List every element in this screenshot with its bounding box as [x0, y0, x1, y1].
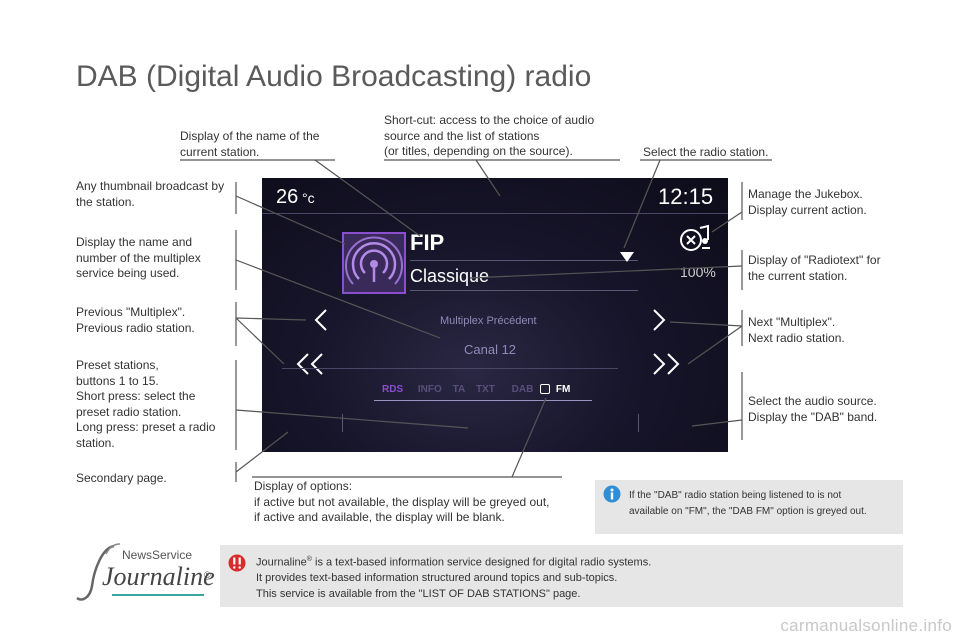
annotation-presets: Preset stations, buttons 1 to 15. Short …	[76, 358, 216, 450]
journaline-j-swoosh-icon	[76, 543, 121, 601]
secondary-divider-left	[342, 414, 343, 432]
multiplex-label: Multiplex Précédent	[440, 315, 537, 327]
page-title: DAB (Digital Audio Broadcasting) radio	[76, 60, 592, 93]
option-fm[interactable]: FM	[555, 384, 571, 395]
journaline-line-1: Journaline® is a text-based information …	[256, 552, 651, 571]
journaline-note-text: Journaline® is a text-based information …	[256, 552, 651, 602]
info-note-box	[595, 480, 903, 534]
screen-divider	[262, 213, 728, 214]
journaline-line-3: This service is available from the "LIST…	[256, 587, 581, 600]
station-underline	[410, 260, 638, 261]
annotation-shortcut: Short-cut: access to the choice of audio…	[384, 113, 595, 158]
next-station-icon[interactable]	[648, 352, 684, 376]
radio-screen: 26 °c 12:15 FIP Classique 100% Multiplex…	[262, 178, 728, 452]
warning-icon	[228, 554, 246, 572]
annotation-jukebox: Manage the Jukebox. Display current acti…	[748, 187, 867, 217]
journaline-logo-underline	[112, 594, 204, 596]
option-info[interactable]: INFO	[417, 384, 442, 395]
clock: 12:15	[658, 184, 714, 209]
next-multiplex-icon[interactable]	[650, 308, 668, 332]
annotation-secondary: Secondary page.	[76, 471, 167, 485]
option-dab[interactable]: DAB	[511, 384, 534, 395]
previous-station-icon[interactable]	[292, 352, 328, 376]
journaline-term: Journaline	[256, 556, 307, 569]
journaline-logo-reg: ®	[204, 570, 211, 580]
journaline-logo-top: NewsService	[122, 548, 193, 562]
option-ta[interactable]: TA	[452, 384, 466, 395]
option-rds[interactable]: RDS	[382, 384, 404, 395]
temperature-unit: °c	[302, 190, 315, 206]
presets-divider	[282, 368, 618, 369]
annotation-radiotext: Display of "Radiotext" for the current s…	[748, 253, 881, 283]
watermark: carmanualsonline.info	[780, 616, 952, 635]
annotation-select-station: Select the radio station.	[643, 145, 769, 159]
options-underline	[374, 400, 592, 401]
jukebox-icon[interactable]	[678, 222, 714, 254]
previous-multiplex-icon[interactable]	[312, 308, 330, 332]
journaline-logo: NewsService Journaline ®	[72, 540, 217, 606]
station-name: FIP	[410, 230, 445, 255]
option-txt[interactable]: TXT	[475, 384, 495, 395]
annotation-thumbnail: Any thumbnail broadcast by the station.	[76, 179, 225, 209]
annotation-options: Display of options: if active but not av…	[254, 479, 550, 524]
journaline-line-2: It provides text-based information struc…	[256, 572, 618, 585]
info-icon	[603, 485, 621, 503]
radiotext-underline	[410, 290, 638, 291]
radiotext-display: Classique	[410, 266, 490, 286]
shortcut-triangle-icon[interactable]	[620, 252, 634, 262]
broadcast-icon	[345, 236, 403, 285]
multiplex-name: Canal 12	[464, 342, 517, 357]
journaline-logo-main: Journaline	[102, 562, 215, 591]
secondary-divider-right	[638, 414, 639, 432]
journaline-note-box	[220, 545, 903, 607]
station-thumbnail	[342, 232, 406, 294]
annotation-audio-source: Select the audio source. Display the "DA…	[748, 394, 878, 424]
info-note-text: If the "DAB" radio station being listene…	[629, 490, 867, 517]
options-bar: RDS INFO TA TXT DAB FM	[382, 384, 570, 395]
journaline-reg-mark: ®	[306, 556, 312, 563]
dab-fm-link-icon	[540, 384, 551, 395]
annotation-previous: Previous "Multiplex". Previous radio sta…	[76, 305, 195, 335]
journaline-line-1-rest: is a text-based information service desi…	[311, 556, 652, 569]
annotation-multiplex-name: Display the name and number of the multi…	[76, 235, 201, 280]
volume-level: 100%	[680, 264, 716, 280]
annotation-next: Next "Multiplex". Next radio station.	[748, 315, 845, 345]
temperature: 26	[276, 186, 299, 208]
annotation-station-name: Display of the name of the current stati…	[180, 129, 320, 159]
